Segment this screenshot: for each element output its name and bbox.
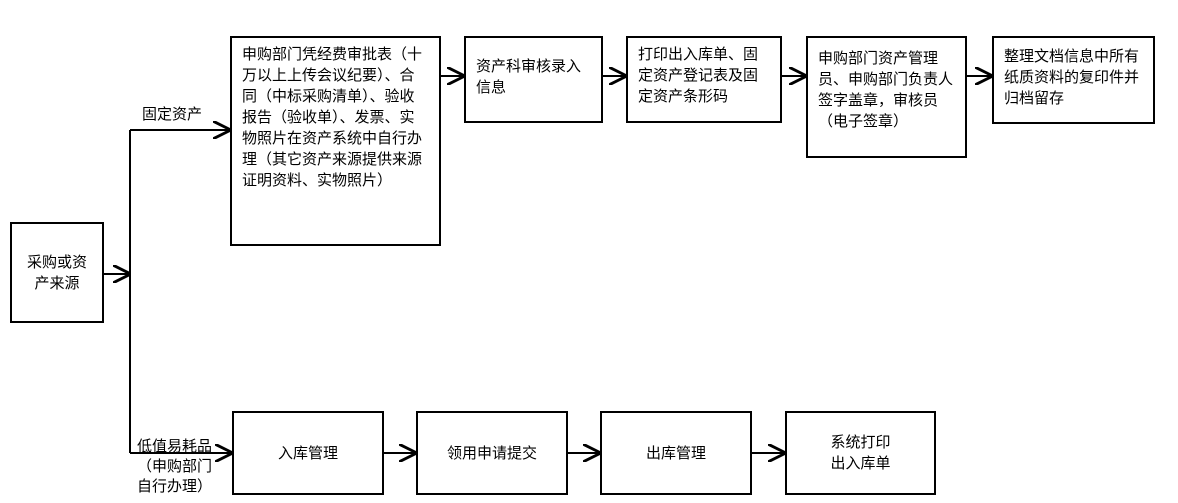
consumable-step-2-text: 领用申请提交 <box>446 443 537 462</box>
source-box: 采购或资 产来源 <box>10 222 104 323</box>
fixed-step-5: 整理文档信息中所有纸质资料的复印件并归档留存 <box>992 36 1155 124</box>
consumable-step-4-text: 系统打印 出入库单 <box>830 433 891 472</box>
fixed-step-3-text: 打印出入库单、固定资产登记表及固定资产条形码 <box>638 45 759 105</box>
branch-label-fixed: 固定资产 <box>142 105 203 123</box>
fixed-step-4-text: 申购部门资产管理员、申购部门负责人签字盖章，审核员（电子签章） <box>818 49 954 130</box>
consumable-step-1-text: 入库管理 <box>277 443 338 462</box>
consumable-step-4: 系统打印 出入库单 <box>785 411 936 495</box>
fixed-step-1: 申购部门凭经费审批表（十万以上上传会议纪要）、合同（中标采购清单）、验收报告（验… <box>230 36 441 246</box>
fixed-step-2-text: 资产科审核录入信息 <box>476 57 582 96</box>
fixed-step-4: 申购部门资产管理员、申购部门负责人签字盖章，审核员（电子签章） <box>806 36 967 158</box>
branch-label-consumable: 低值易耗品 （申购部门 自行办理） <box>137 437 213 495</box>
consumable-step-3: 出库管理 <box>600 411 752 495</box>
fixed-step-5-text: 整理文档信息中所有纸质资料的复印件并归档留存 <box>1004 47 1140 107</box>
fixed-step-1-text: 申购部门凭经费审批表（十万以上上传会议纪要）、合同（中标采购清单）、验收报告（验… <box>242 45 423 189</box>
fixed-step-2: 资产科审核录入信息 <box>464 36 603 123</box>
consumable-step-3-text: 出库管理 <box>645 443 706 462</box>
consumable-step-2: 领用申请提交 <box>416 411 568 495</box>
fixed-step-3: 打印出入库单、固定资产登记表及固定资产条形码 <box>626 36 782 123</box>
source-box-text: 采购或资 产来源 <box>26 252 87 292</box>
consumable-step-1: 入库管理 <box>232 411 384 495</box>
